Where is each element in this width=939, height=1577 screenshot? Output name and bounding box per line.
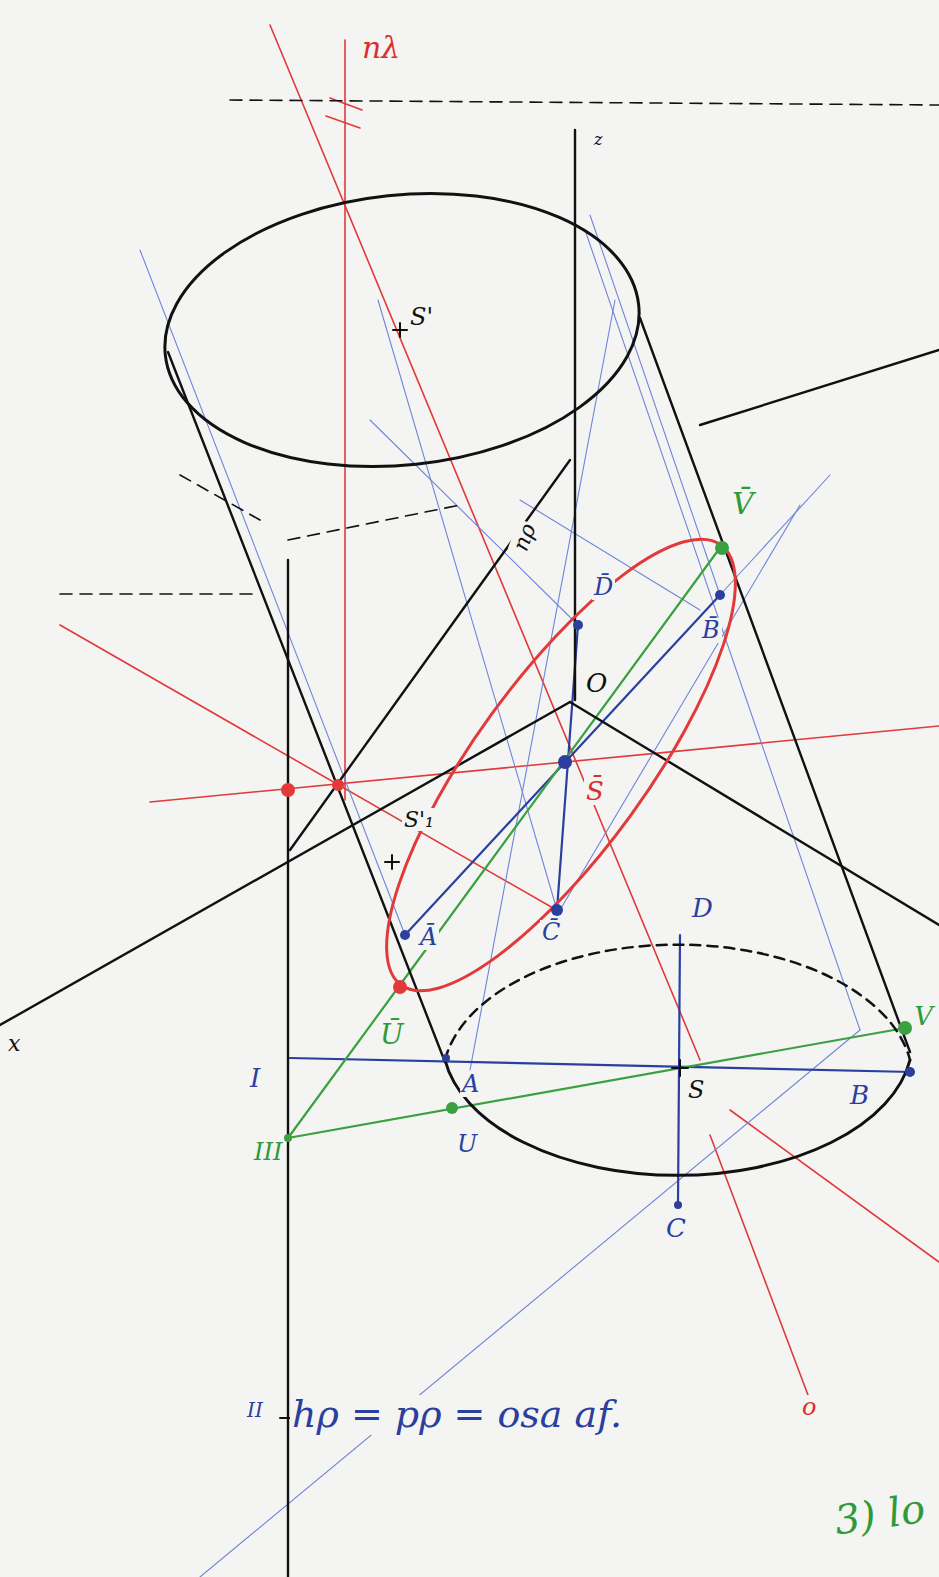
point-label: V xyxy=(912,1003,935,1030)
point-label: S' xyxy=(408,305,435,330)
point-label: nλ xyxy=(360,32,402,64)
point-label: S'₁ xyxy=(402,808,436,831)
point-label: B̄ xyxy=(700,618,722,643)
point-label: A xyxy=(460,1072,481,1097)
point-label: o xyxy=(800,1395,818,1420)
point-label: U xyxy=(455,1132,479,1157)
point-label: S̄ xyxy=(584,778,606,805)
point-label: hρ = pρ = osa af. xyxy=(290,1395,624,1435)
point-label: II xyxy=(245,1400,265,1421)
point-label: B xyxy=(848,1082,871,1109)
point-label: D xyxy=(690,895,715,922)
point-label: D̄ xyxy=(592,575,615,600)
point-label: V̄ xyxy=(730,488,756,520)
point-label: O xyxy=(584,670,609,697)
point-label: x xyxy=(6,1032,22,1055)
point-label: S xyxy=(686,1078,706,1103)
point-label: I xyxy=(248,1065,262,1092)
point-label: III xyxy=(252,1140,284,1165)
point-label: Ū xyxy=(378,1020,406,1049)
point-label: nρ xyxy=(508,519,540,556)
point-label: C xyxy=(664,1215,688,1242)
point-label: C̄ xyxy=(540,920,562,945)
point-label: 3) lo xyxy=(830,1487,930,1542)
point-label: z xyxy=(592,132,604,149)
point-label: Ā xyxy=(418,925,439,950)
